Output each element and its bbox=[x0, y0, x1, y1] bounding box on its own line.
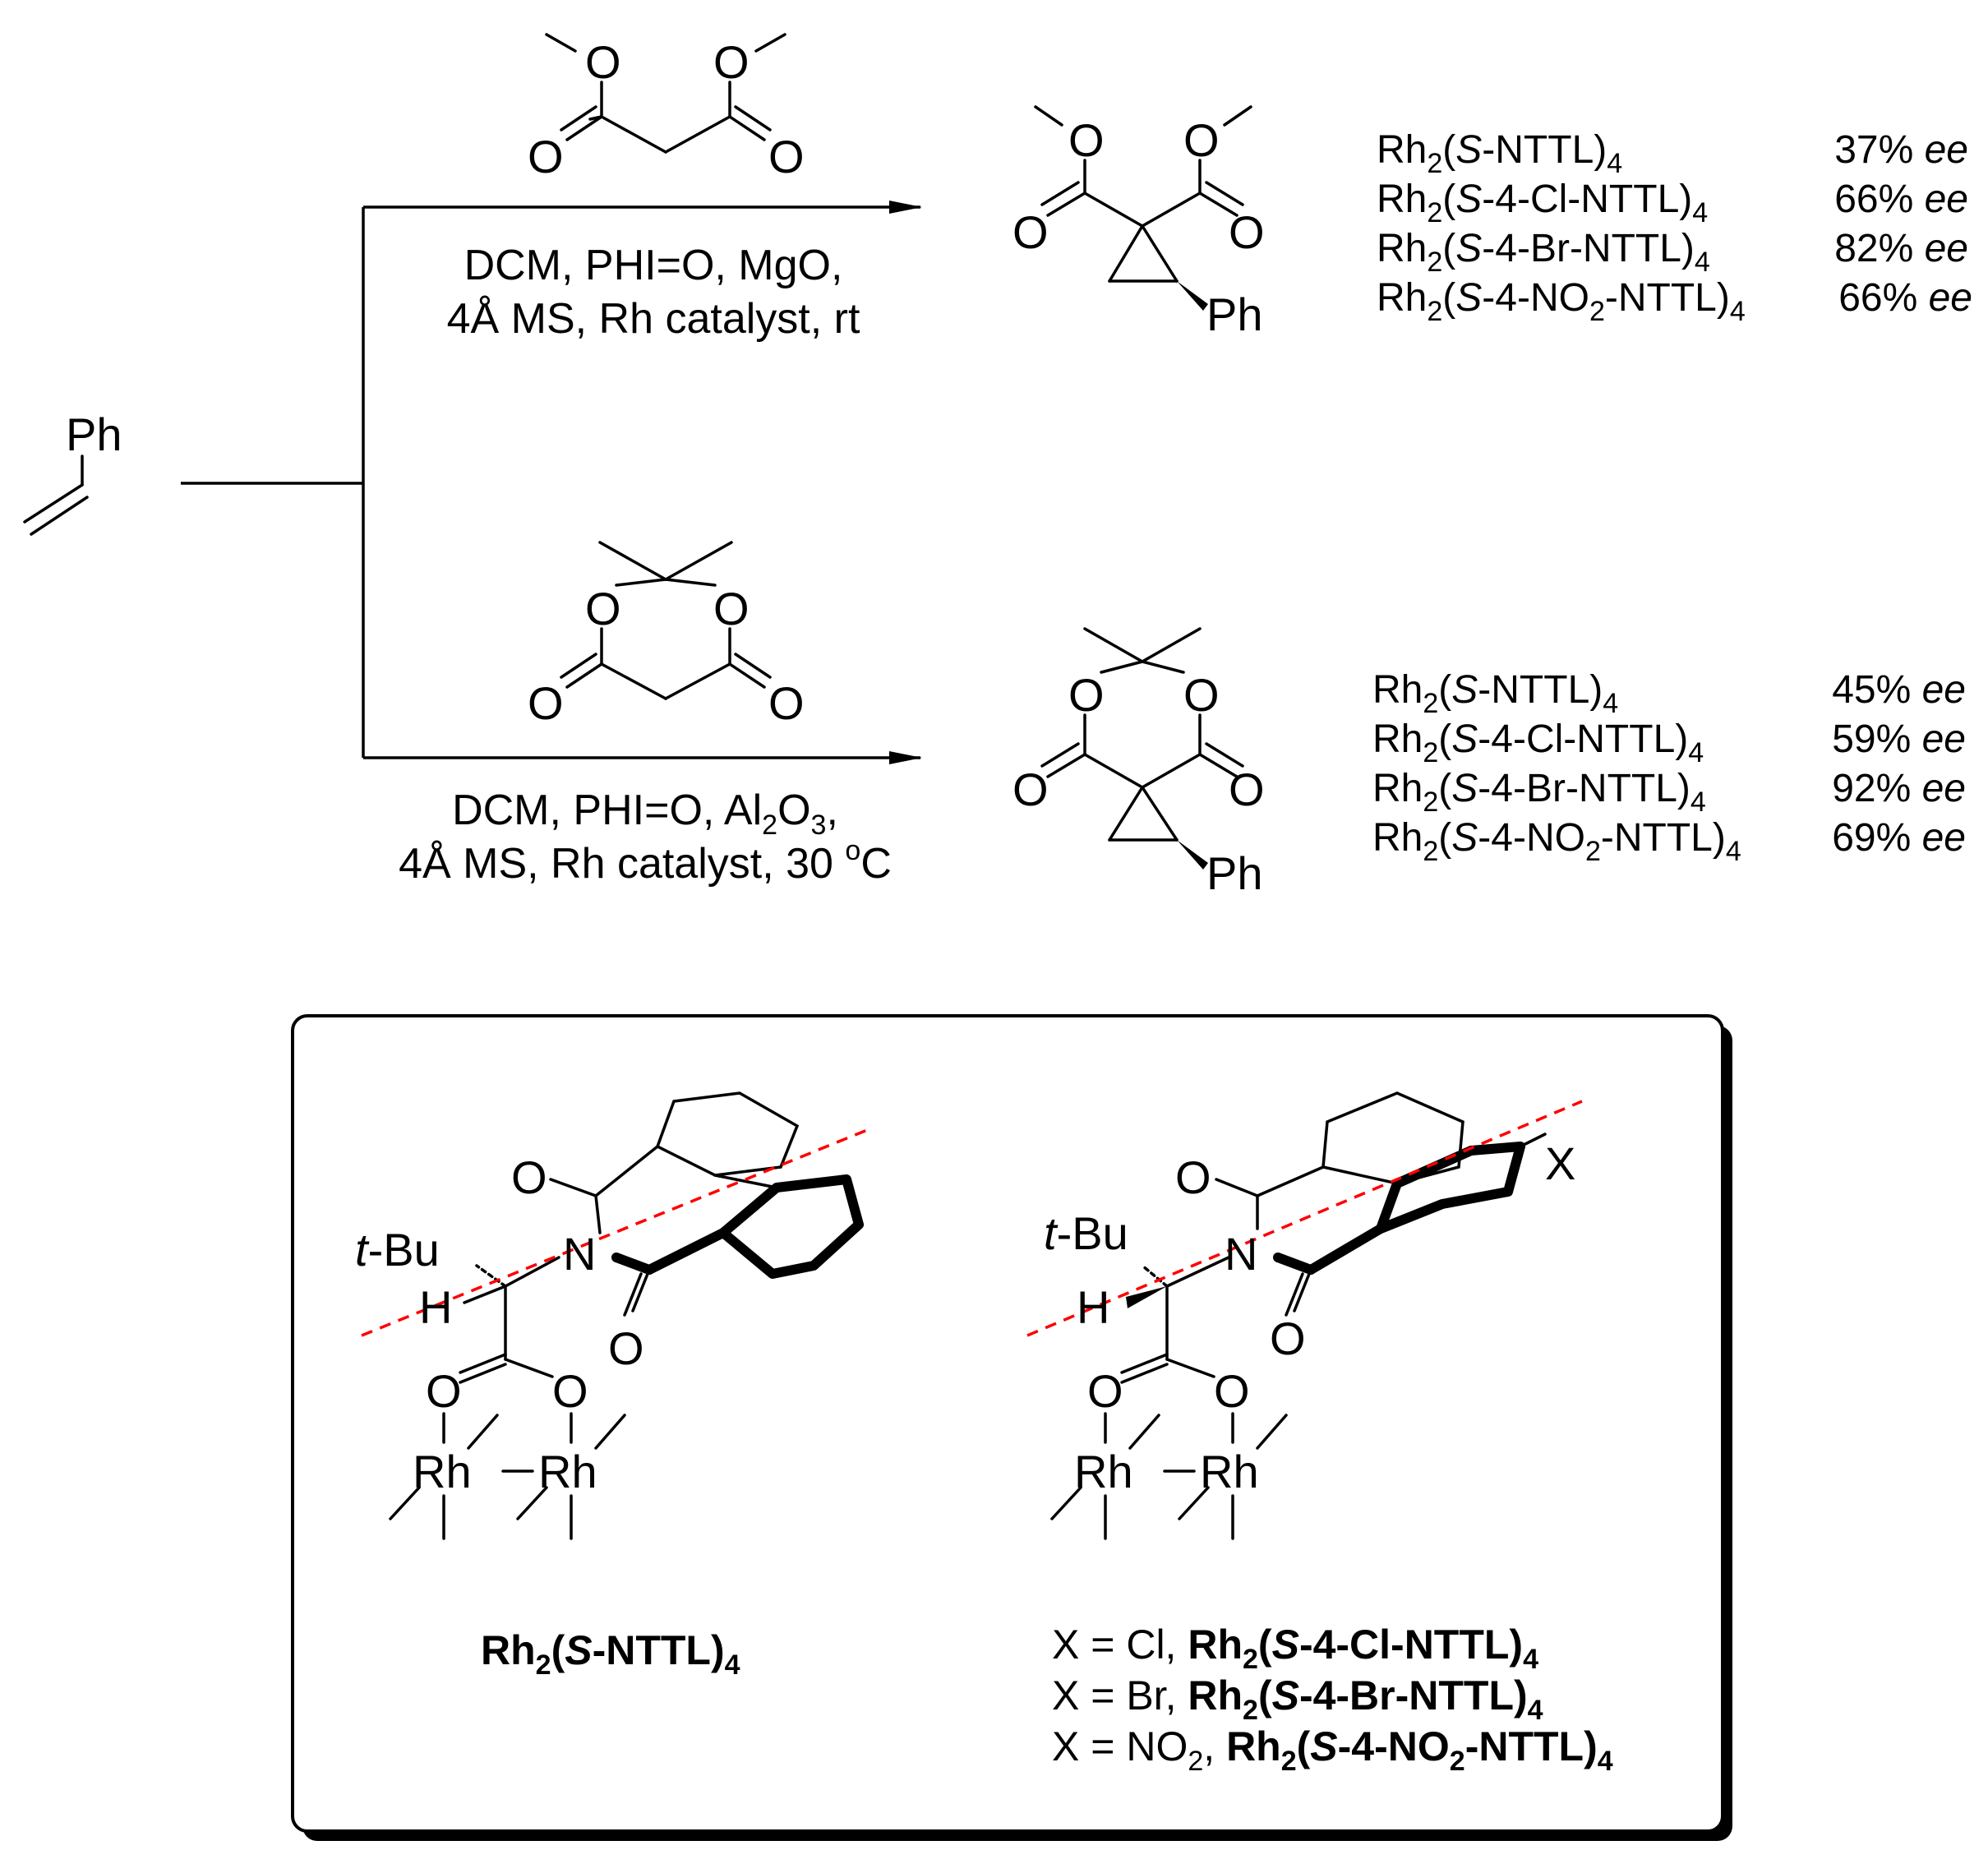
atom-n: N bbox=[563, 1228, 596, 1280]
svg-text:69% ee: 69% ee bbox=[1832, 816, 1966, 860]
atom-o: O bbox=[511, 1151, 547, 1203]
atom-o: O bbox=[1175, 1151, 1211, 1203]
svg-text:92% ee: 92% ee bbox=[1832, 767, 1966, 810]
atom-o: O bbox=[1012, 764, 1049, 815]
svg-text:Rh2(S-4-Br-NTTL)4: Rh2(S-4-Br-NTTL)4 bbox=[1372, 767, 1706, 818]
result-row: Rh2(S-4-Br-NTTL)4 92% ee bbox=[1372, 767, 1966, 818]
atom-o: O bbox=[1229, 764, 1265, 815]
atom-o: O bbox=[768, 131, 805, 182]
branch-arrows bbox=[181, 201, 922, 764]
rh2-s-nttl4-structure: Rh Rh O O O O N H t-Bu bbox=[355, 1091, 868, 1540]
svg-text:66% ee: 66% ee bbox=[1834, 178, 1968, 221]
atom-o: O bbox=[552, 1365, 588, 1417]
atom-o: O bbox=[1229, 206, 1265, 258]
svg-text:Rh2(S-4-Cl-NTTL)4: Rh2(S-4-Cl-NTTL)4 bbox=[1377, 178, 1708, 228]
svg-text:Rh2(S-4-Br-NTTL)4: Rh2(S-4-Br-NTTL)4 bbox=[1377, 227, 1710, 278]
svg-text:45% ee: 45% ee bbox=[1832, 668, 1966, 712]
svg-text:Rh2(S-NTTL)4: Rh2(S-NTTL)4 bbox=[1372, 668, 1618, 719]
atom-rh: Rh bbox=[413, 1446, 472, 1497]
top-product-structure: O O O O Ph bbox=[1012, 105, 1265, 340]
rh2-s-4-x-nttl4-structure: Rh Rh O O O O N H t-Bu X bbox=[1026, 1091, 1583, 1540]
atom-o: O bbox=[1214, 1365, 1250, 1417]
top-conditions-line1: DCM, PHI=O, MgO, bbox=[464, 242, 843, 289]
bottom-product-structure: O O O O Ph bbox=[1012, 627, 1265, 899]
svg-text:Rh2(S-4-Cl-NTTL)4: Rh2(S-4-Cl-NTTL)4 bbox=[1372, 717, 1704, 768]
atom-o: O bbox=[1012, 206, 1049, 258]
right-catalyst-label: X = NO2, Rh2(S-4-NO2-NTTL)4 bbox=[1052, 1723, 1613, 1777]
svg-text:66% ee: 66% ee bbox=[1838, 276, 1972, 320]
styrene-structure: Ph bbox=[23, 408, 122, 536]
atom-rh: Rh bbox=[1200, 1446, 1259, 1497]
tbu-label: t-Bu bbox=[1044, 1207, 1128, 1259]
atom-o: O bbox=[1183, 669, 1220, 721]
left-catalyst-label: Rh2(S-NTTL)4 bbox=[481, 1627, 740, 1681]
result-row: Rh2(S-4-Cl-NTTL)4 59% ee bbox=[1372, 717, 1966, 768]
svg-text:Rh2(S-4-NO2-NTTL)4: Rh2(S-4-NO2-NTTL)4 bbox=[1372, 816, 1741, 867]
svg-text:Rh2(S-NTTL)4: Rh2(S-NTTL)4 bbox=[1377, 128, 1622, 179]
svg-text:59% ee: 59% ee bbox=[1832, 717, 1966, 761]
atom-rh: Rh bbox=[538, 1446, 597, 1497]
result-row: Rh2(S-NTTL)4 37% ee bbox=[1377, 128, 1968, 179]
bottom-conditions-line2: 4Å MS, Rh catalyst, 30 oC bbox=[399, 835, 892, 888]
top-results-table: Rh2(S-NTTL)4 37% ee Rh2(S-4-Cl-NTTL)4 66… bbox=[1377, 128, 1972, 327]
atom-o: O bbox=[585, 36, 621, 88]
bottom-product-ph-label: Ph bbox=[1206, 847, 1263, 899]
dimethyl-malonate-structure: O O O O bbox=[528, 33, 805, 182]
atom-o: O bbox=[585, 583, 621, 634]
atom-o: O bbox=[1068, 114, 1105, 166]
result-row: Rh2(S-4-NO2-NTTL)4 66% ee bbox=[1377, 276, 1972, 327]
top-product-ph-label: Ph bbox=[1206, 288, 1263, 340]
meldrums-acid-structure: O O O O bbox=[528, 541, 805, 729]
atom-h: H bbox=[419, 1281, 452, 1333]
right-catalyst-label: X = Br, Rh2(S-4-Br-NTTL)4 bbox=[1052, 1672, 1543, 1726]
tbu-label: t-Bu bbox=[355, 1224, 440, 1276]
atom-o: O bbox=[768, 677, 805, 729]
result-row: Rh2(S-NTTL)4 45% ee bbox=[1372, 668, 1966, 719]
atom-n: N bbox=[1225, 1228, 1257, 1280]
atom-o: O bbox=[1087, 1365, 1123, 1417]
right-catalyst-label: X = Cl, Rh2(S-4-Cl-NTTL)4 bbox=[1052, 1622, 1538, 1675]
atom-rh: Rh bbox=[1074, 1446, 1133, 1497]
top-conditions-line2: 4Å MS, Rh catalyst, rt bbox=[447, 295, 860, 343]
atom-o: O bbox=[1183, 114, 1220, 166]
atom-o: O bbox=[713, 583, 750, 634]
styrene-ph-label: Ph bbox=[66, 408, 122, 460]
atom-o: O bbox=[1068, 669, 1105, 721]
result-row: Rh2(S-4-NO2-NTTL)4 69% ee bbox=[1372, 816, 1966, 867]
result-row: Rh2(S-4-Cl-NTTL)4 66% ee bbox=[1377, 178, 1968, 228]
svg-text:37% ee: 37% ee bbox=[1834, 128, 1968, 172]
atom-o: O bbox=[528, 131, 564, 182]
svg-text:82% ee: 82% ee bbox=[1834, 227, 1968, 270]
result-row: Rh2(S-4-Br-NTTL)4 82% ee bbox=[1377, 227, 1968, 278]
atom-o: O bbox=[608, 1322, 644, 1374]
atom-o: O bbox=[1270, 1313, 1306, 1364]
atom-o: O bbox=[426, 1365, 462, 1417]
bottom-results-table: Rh2(S-NTTL)4 45% ee Rh2(S-4-Cl-NTTL)4 59… bbox=[1372, 668, 1966, 867]
svg-text:Rh2(S-4-NO2-NTTL)4: Rh2(S-4-NO2-NTTL)4 bbox=[1377, 276, 1746, 327]
atom-o: O bbox=[713, 36, 750, 88]
atom-o: O bbox=[528, 677, 564, 729]
atom-x: X bbox=[1545, 1137, 1575, 1189]
bottom-conditions-line1: DCM, PHI=O, Al2O3, bbox=[452, 787, 838, 841]
atom-h: H bbox=[1077, 1281, 1109, 1333]
